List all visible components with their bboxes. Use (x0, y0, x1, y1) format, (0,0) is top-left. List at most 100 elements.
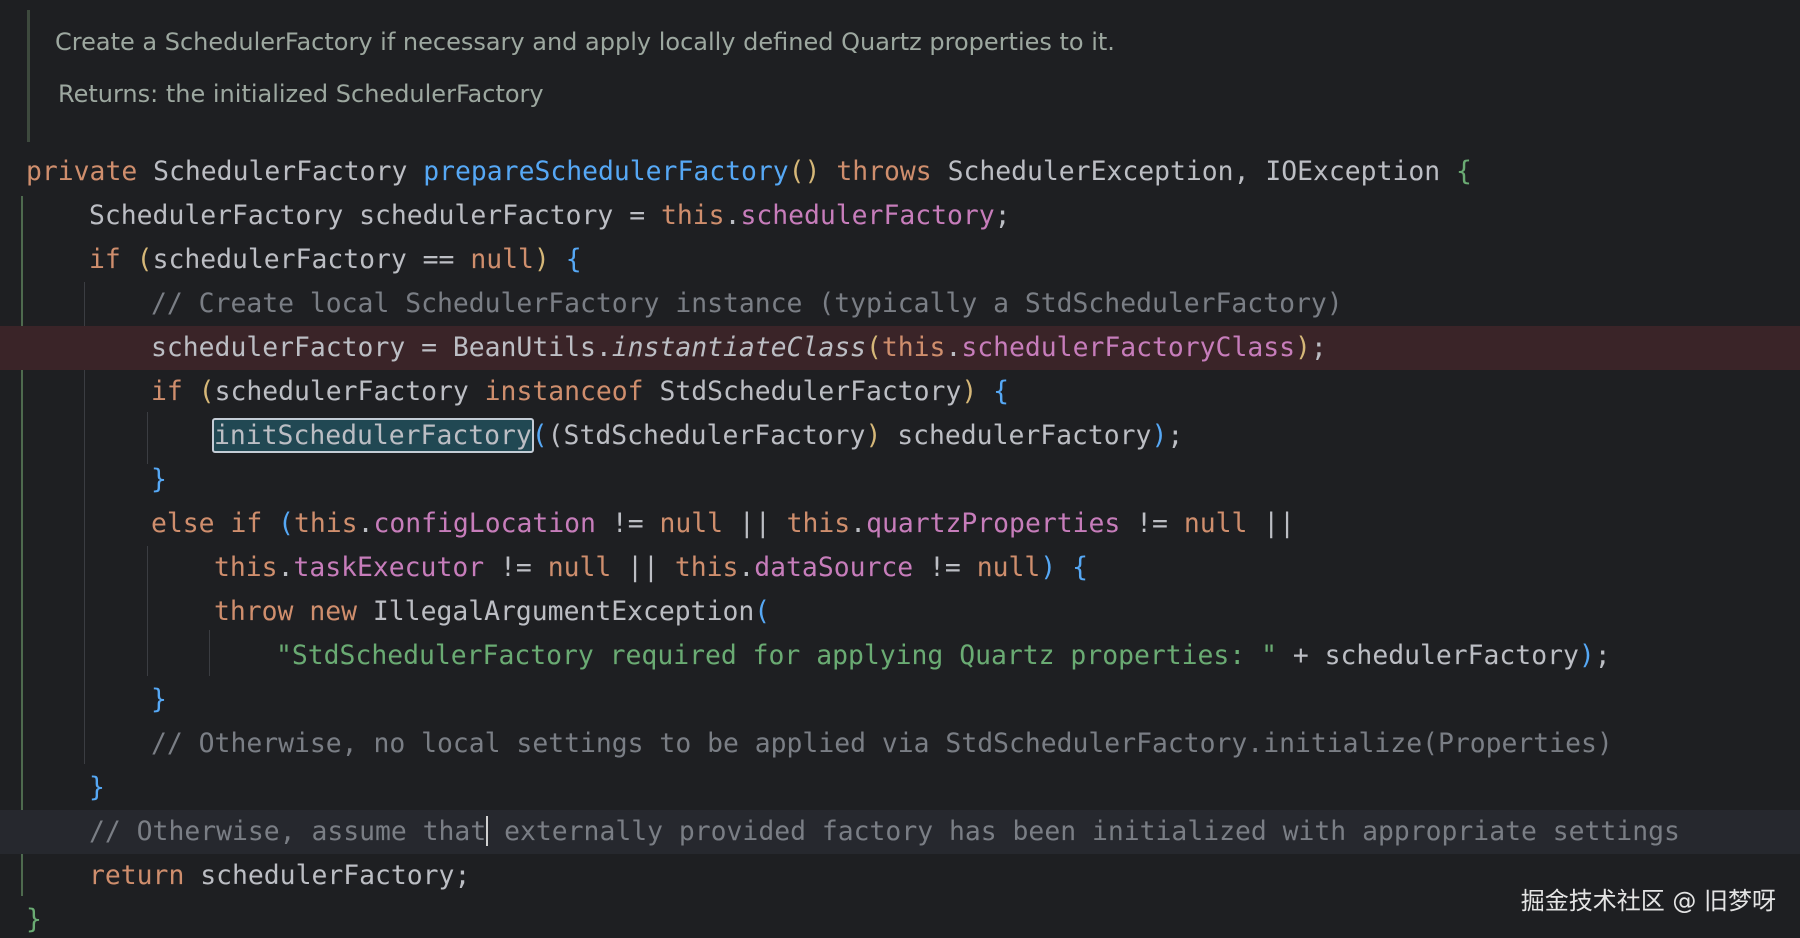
code-line-15: } (0, 766, 1800, 810)
paren-close: ) (1151, 420, 1168, 451)
concat: + schedulerFactory (1276, 640, 1579, 671)
code-line-3: if (schedulerFactory == null) { (0, 238, 1800, 282)
comment-create-local: // Create local SchedulerFactory instanc… (151, 288, 1343, 319)
semicolon: ; (994, 200, 1011, 231)
code-line-1: private SchedulerFactory prepareSchedule… (0, 150, 1800, 194)
return-value: schedulerFactory; (184, 860, 471, 891)
field-scheduler-factory-class: schedulerFactoryClass (961, 332, 1296, 363)
paren-open: ( (278, 508, 295, 539)
op-or: || (723, 508, 787, 539)
doc-returns-text: the initialized SchedulerFactory (165, 80, 544, 108)
expr: schedulerFactory == (152, 244, 471, 275)
kw-this: this (881, 332, 946, 363)
cast-close: ) (865, 420, 882, 451)
paren-open: ( (136, 244, 153, 275)
code-line-14: // Otherwise, no local settings to be ap… (0, 722, 1800, 766)
brace-open: { (1072, 552, 1088, 583)
paren-close: ) (1578, 640, 1595, 671)
dot: . (850, 508, 867, 539)
kw-private: private (26, 156, 138, 187)
kw-throws: throws (836, 156, 932, 187)
text-caret (486, 816, 489, 846)
code-line-13: } (0, 678, 1800, 722)
code-line-10: this.taskExecutor != null || this.dataSo… (0, 546, 1800, 590)
indent-guide-instanceof (147, 412, 148, 464)
string-literal: "StdSchedulerFactory required for applyi… (276, 640, 1277, 671)
javadoc-block: Create a SchedulerFactory if necessary a… (27, 10, 1770, 142)
brace-close: } (89, 772, 105, 803)
paren-close: ) (961, 376, 978, 407)
dot: . (357, 508, 374, 539)
paren-open: ( (531, 420, 548, 451)
op: != (484, 552, 548, 583)
kw-throw: throw (214, 596, 294, 627)
decl: SchedulerFactory schedulerFactory = (89, 200, 661, 231)
code-line-12: "StdSchedulerFactory required for applyi… (0, 634, 1800, 678)
code-line-17: return schedulerFactory; (0, 854, 1800, 898)
kw-null: null (976, 552, 1041, 583)
method-gutter-guide (21, 196, 23, 896)
brace-open: { (565, 244, 582, 275)
paren-open: ( (198, 376, 215, 407)
kw-else-if: else if (151, 508, 263, 539)
brace-open: { (993, 376, 1010, 407)
kw-return: return (89, 860, 185, 891)
doc-returns: Returns: the initialized SchedulerFactor… (58, 80, 544, 108)
cast: (StdSchedulerFactory (547, 420, 866, 451)
code-line-18: } (0, 898, 1800, 938)
comment-part-b: externally provided factory has been ini… (488, 816, 1680, 847)
brace-close: } (26, 904, 42, 935)
dot: . (724, 200, 741, 231)
kw-null: null (470, 244, 534, 275)
type-scheduler-factory: SchedulerFactory (153, 156, 408, 187)
paren-close: ) (533, 244, 550, 275)
semicolon: ; (1310, 332, 1327, 363)
op-or: || (611, 552, 675, 583)
brace-open: { (1456, 156, 1472, 187)
paren-open: ( (754, 596, 771, 627)
comment-otherwise-no-local: // Otherwise, no local settings to be ap… (151, 728, 1613, 759)
code-line-8: } (0, 458, 1800, 502)
watermark: 掘金技术社区 @ 旧梦呀 (1520, 887, 1776, 915)
op: != (1120, 508, 1184, 539)
field-config-location: configLocation (373, 508, 596, 539)
selected-init-scheduler-factory[interactable]: initSchedulerFactory (212, 418, 534, 453)
field-data-source: dataSource (754, 552, 914, 583)
op: != (913, 552, 977, 583)
field-task-executor: taskExecutor (293, 552, 485, 583)
dot: . (738, 552, 755, 583)
semicolon: ; (1594, 640, 1611, 671)
brace-close: } (151, 684, 167, 715)
kw-new: new (309, 596, 358, 627)
parens: () (788, 156, 821, 187)
op: != (595, 508, 660, 539)
doc-summary: Create a SchedulerFactory if necessary a… (55, 28, 1115, 56)
kw-if: if (151, 376, 183, 407)
type-std-scheduler-factory: StdSchedulerFactory (643, 376, 962, 407)
paren-close: ) (1295, 332, 1311, 363)
brace-close: } (151, 464, 167, 495)
field-quartz-properties: quartzProperties (866, 508, 1121, 539)
dot: . (277, 552, 294, 583)
semicolon: ; (1167, 420, 1184, 451)
code-line-4: // Create local SchedulerFactory instanc… (0, 282, 1800, 326)
kw-this: this (786, 508, 851, 539)
method-prepare-scheduler-factory[interactable]: prepareSchedulerFactory (423, 156, 789, 187)
indent-guide-else (147, 546, 148, 676)
type-illegal-argument-exception: IllegalArgumentException (372, 596, 755, 627)
code-line-5-breakpoint: schedulerFactory = BeanUtils.instantiate… (0, 326, 1800, 370)
indent-guide-if (84, 282, 85, 764)
code-line-11: throw new IllegalArgumentException( (0, 590, 1800, 634)
kw-instanceof: instanceof (484, 376, 644, 407)
field-scheduler-factory: schedulerFactory (740, 200, 995, 231)
doc-returns-label: Returns: (58, 80, 159, 108)
comment-part-a: // Otherwise, assume that (89, 816, 487, 847)
code-line-6: if (schedulerFactory instanceof StdSched… (0, 370, 1800, 414)
paren-close: ) (1040, 552, 1057, 583)
code-line-7: initSchedulerFactory((StdSchedulerFactor… (0, 414, 1800, 458)
kw-this: this (294, 508, 358, 539)
exception-list: SchedulerException, IOException (947, 156, 1441, 187)
op-or: || (1247, 508, 1296, 539)
method-instantiate-class[interactable]: instantiateClass (611, 332, 866, 363)
kw-this: this (674, 552, 739, 583)
